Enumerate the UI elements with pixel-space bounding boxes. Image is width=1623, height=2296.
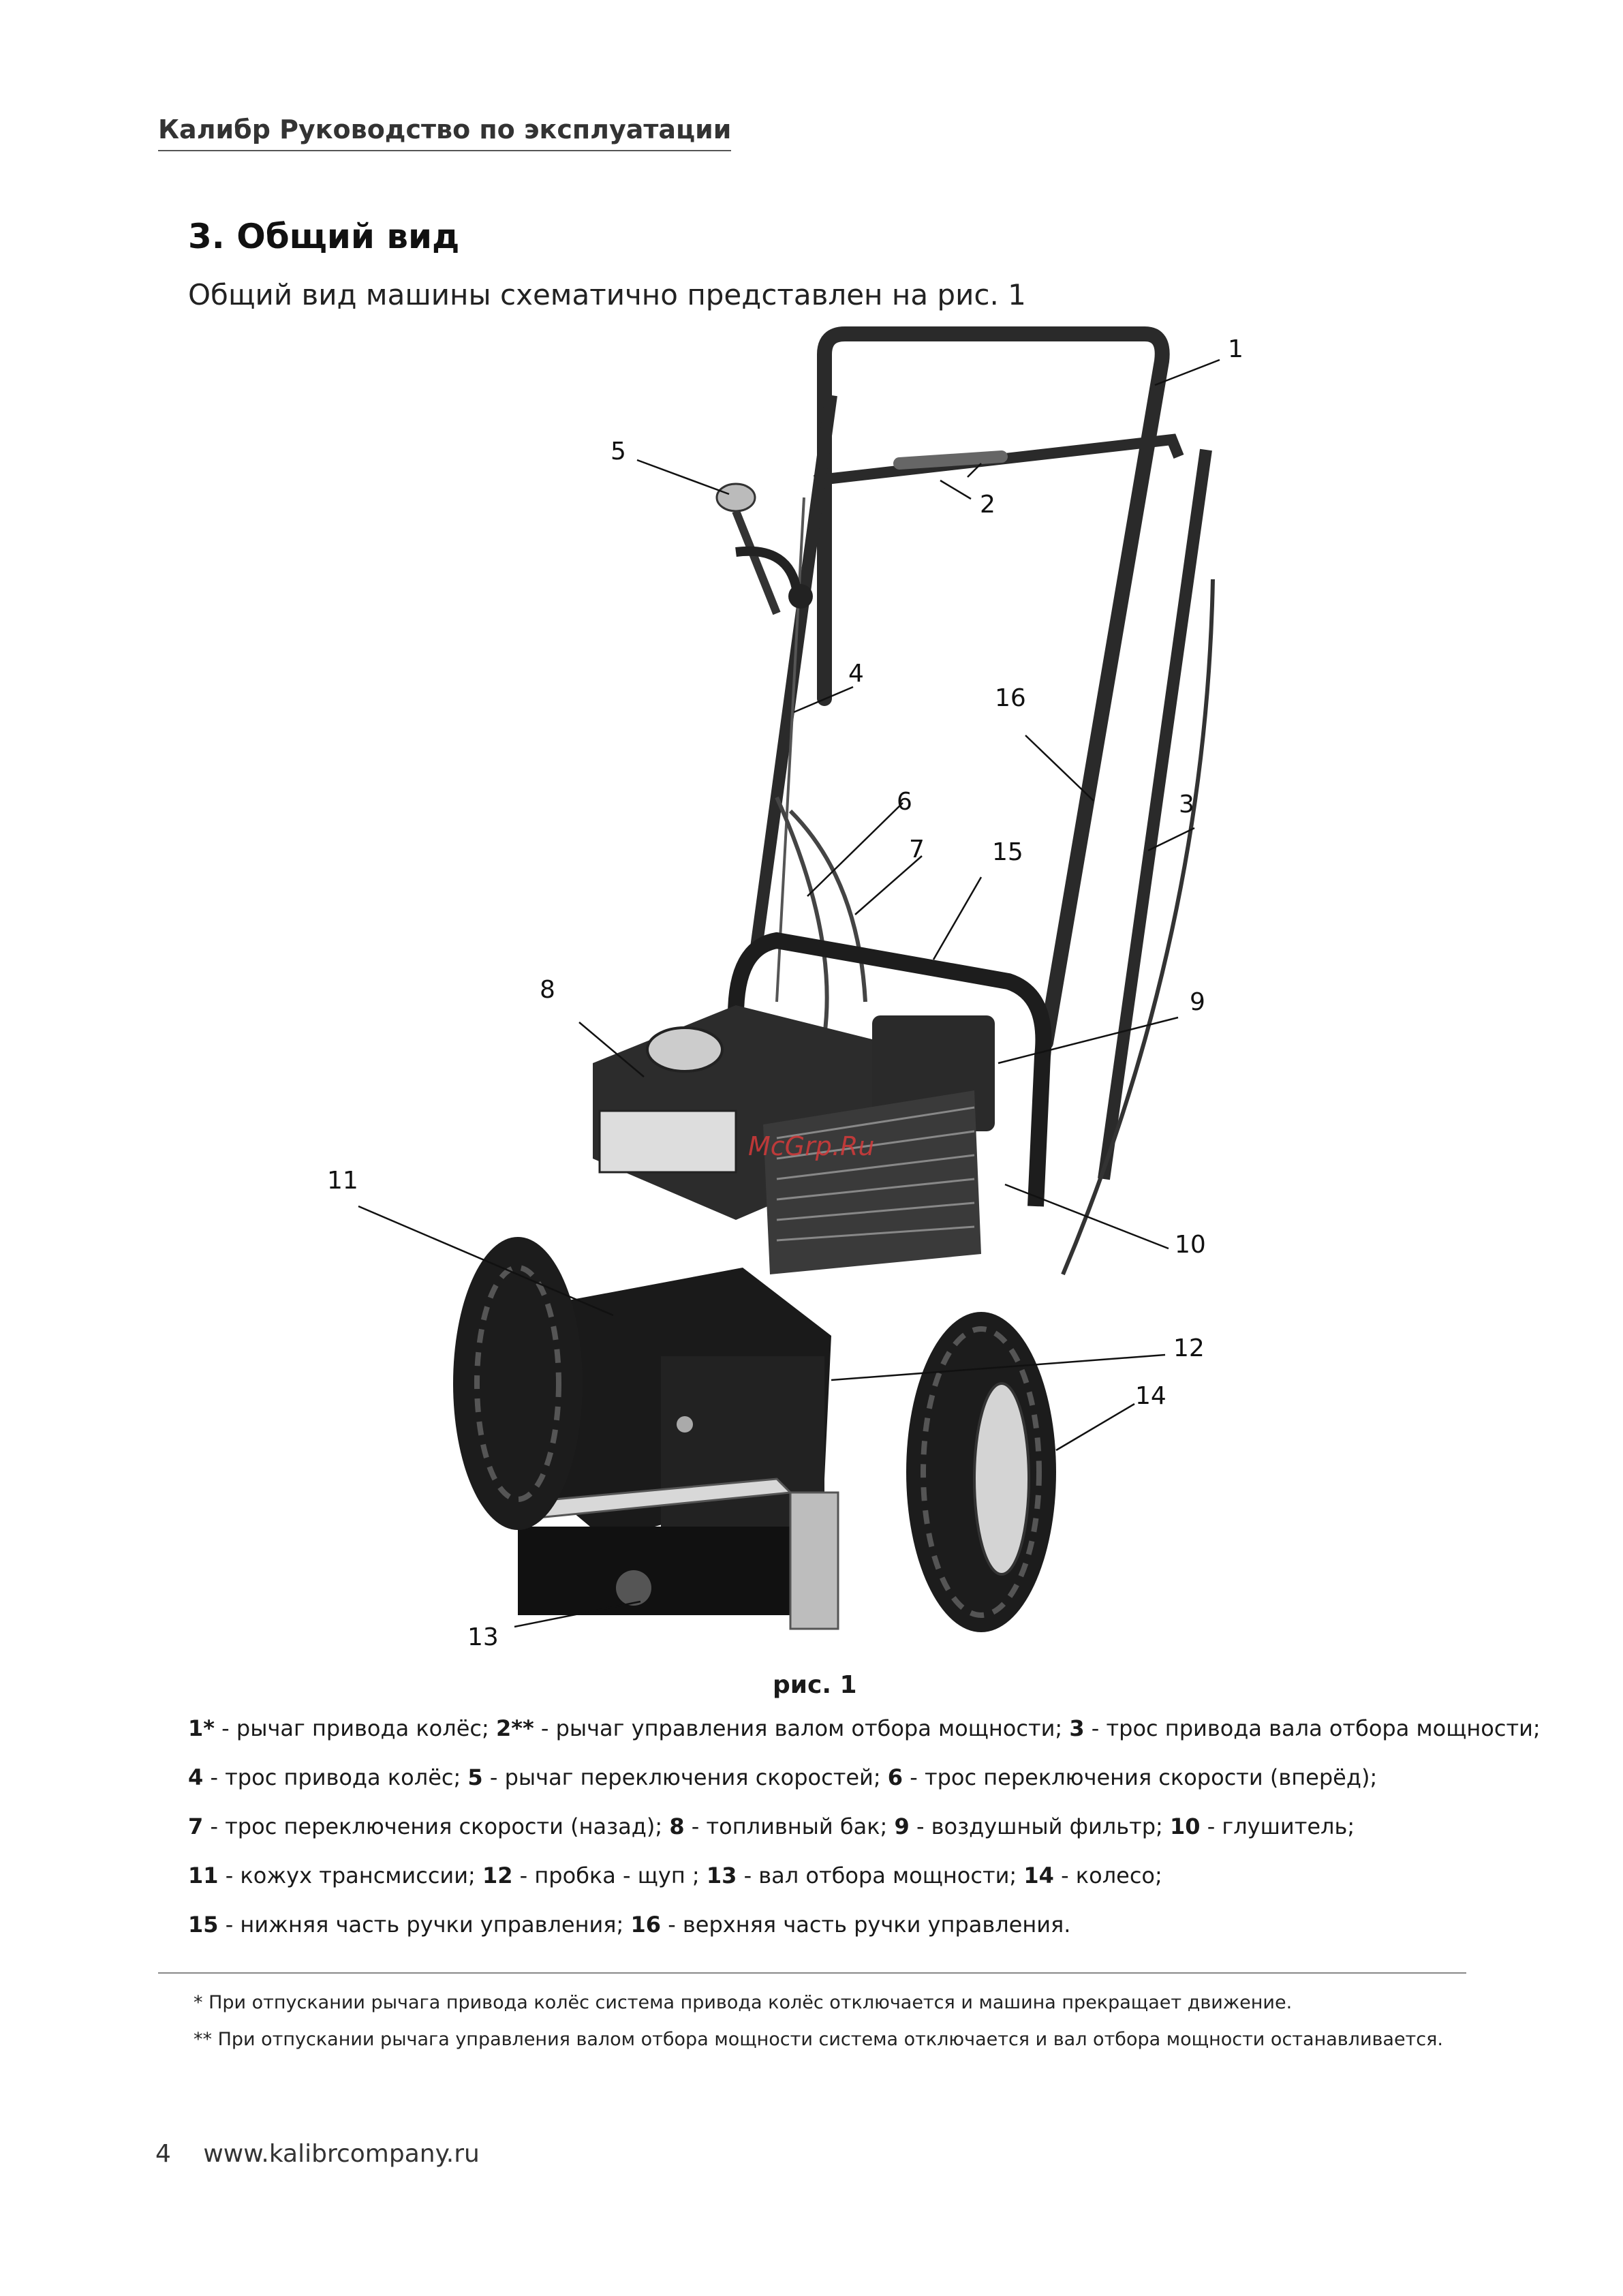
legend-number: 7 [188,1813,204,1839]
machine-illustration [358,326,1220,1632]
document-header: Калибр Руководство по эксплуатации [158,114,732,151]
website-link[interactable]: www.kalibrcompany.ru [203,2140,480,2168]
legend-text: - трос привода колёс; [203,1764,468,1790]
callout-10: 10 [1175,1231,1206,1259]
legend-number: 13 [706,1863,737,1888]
machine-figure: 1 2 3 4 5 6 7 8 9 10 11 12 13 14 15 16 [300,320,1281,1677]
legend-text: - трос переключения скорости (вперёд); [903,1764,1378,1790]
legend-row: 7 - трос переключения скорости (назад); … [188,1802,1483,1851]
watermark: McGrp.Ru [748,1131,875,1161]
legend-number: 6 [887,1764,903,1790]
callout-4: 4 [848,660,864,688]
legend-text: - верхняя часть ручки управления. [661,1912,1071,1938]
legend-number: 2** [495,1715,534,1741]
legend-number: 15 [188,1912,219,1938]
legend-number: 8 [669,1813,685,1839]
legend-text: - топливный бак; [684,1813,895,1839]
intro-text: Общий вид машины схематично представлен … [188,278,1026,311]
figure-caption: рис. 1 [773,1671,857,1699]
legend-number: 10 [1169,1813,1201,1839]
callout-11: 11 [327,1167,358,1195]
legend-row: 11 - кожух трансмиссии; 12 - пробка - щу… [188,1851,1483,1900]
legend-text: - рычаг привода колёс; [215,1715,496,1741]
legend-text: - рычаг управления валом отбора мощности… [534,1715,1070,1741]
callout-5: 5 [610,438,626,465]
legend-number: 9 [894,1813,910,1839]
legend-number: 11 [188,1863,219,1888]
legend-number: 4 [188,1764,204,1790]
legend-text: - трос переключения скорости (назад); [203,1813,670,1839]
footnotes: * При отпускании рычага привода колёс си… [194,1985,1443,2058]
callout-1: 1 [1228,335,1243,363]
legend-number: 5 [467,1764,483,1790]
legend-text: - нижняя часть ручки управления; [218,1912,631,1938]
legend-text: - кожух трансмиссии; [218,1863,482,1888]
page-footer: 4 www.kalibrcompany.ru [155,2140,480,2168]
callout-12: 12 [1173,1334,1205,1362]
legend-number: 16 [630,1912,662,1938]
footnote-divider [158,1972,1466,1974]
callout-13: 13 [467,1623,499,1651]
legend-text: - воздушный фильтр; [909,1813,1170,1839]
footnote: * При отпускании рычага привода колёс си… [194,1992,1293,2013]
page-number: 4 [155,2140,171,2168]
callout-7: 7 [909,836,925,863]
legend-number: 14 [1023,1863,1054,1888]
callout-14: 14 [1135,1382,1166,1410]
legend-row: 1* - рычаг привода колёс; 2** - рычаг уп… [188,1704,1541,1753]
legend-text: - глушитель; [1200,1813,1355,1839]
legend-number: 3 [1069,1715,1085,1741]
legend-text: - трос привода вала отбора мощности; [1084,1715,1541,1741]
callout-2: 2 [980,491,995,519]
section-title: 3. Общий вид [188,217,460,256]
footnote: ** При отпускании рычага управления вало… [194,2029,1443,2050]
legend-text: - рычаг переключения скоростей; [482,1764,888,1790]
callout-16: 16 [995,684,1026,712]
callout-3: 3 [1179,791,1194,818]
legend-row: 15 - нижняя часть ручки управления; 16 -… [188,1900,1483,1949]
callout-15: 15 [992,838,1023,866]
callout-8: 8 [540,976,555,1004]
legend-text: - колесо; [1053,1863,1162,1888]
legend-text: - пробка - щуп ; [512,1863,707,1888]
figure-legend: 1* - рычаг привода колёс; 2** - рычаг уп… [188,1704,1541,1949]
legend-row: 4 - трос привода колёс; 5 - рычаг перекл… [188,1753,1483,1802]
callout-6: 6 [897,788,912,816]
legend-number: 1* [188,1715,215,1741]
legend-number: 12 [482,1863,513,1888]
callout-9: 9 [1190,988,1205,1016]
legend-text: - вал отбора мощности; [737,1863,1024,1888]
